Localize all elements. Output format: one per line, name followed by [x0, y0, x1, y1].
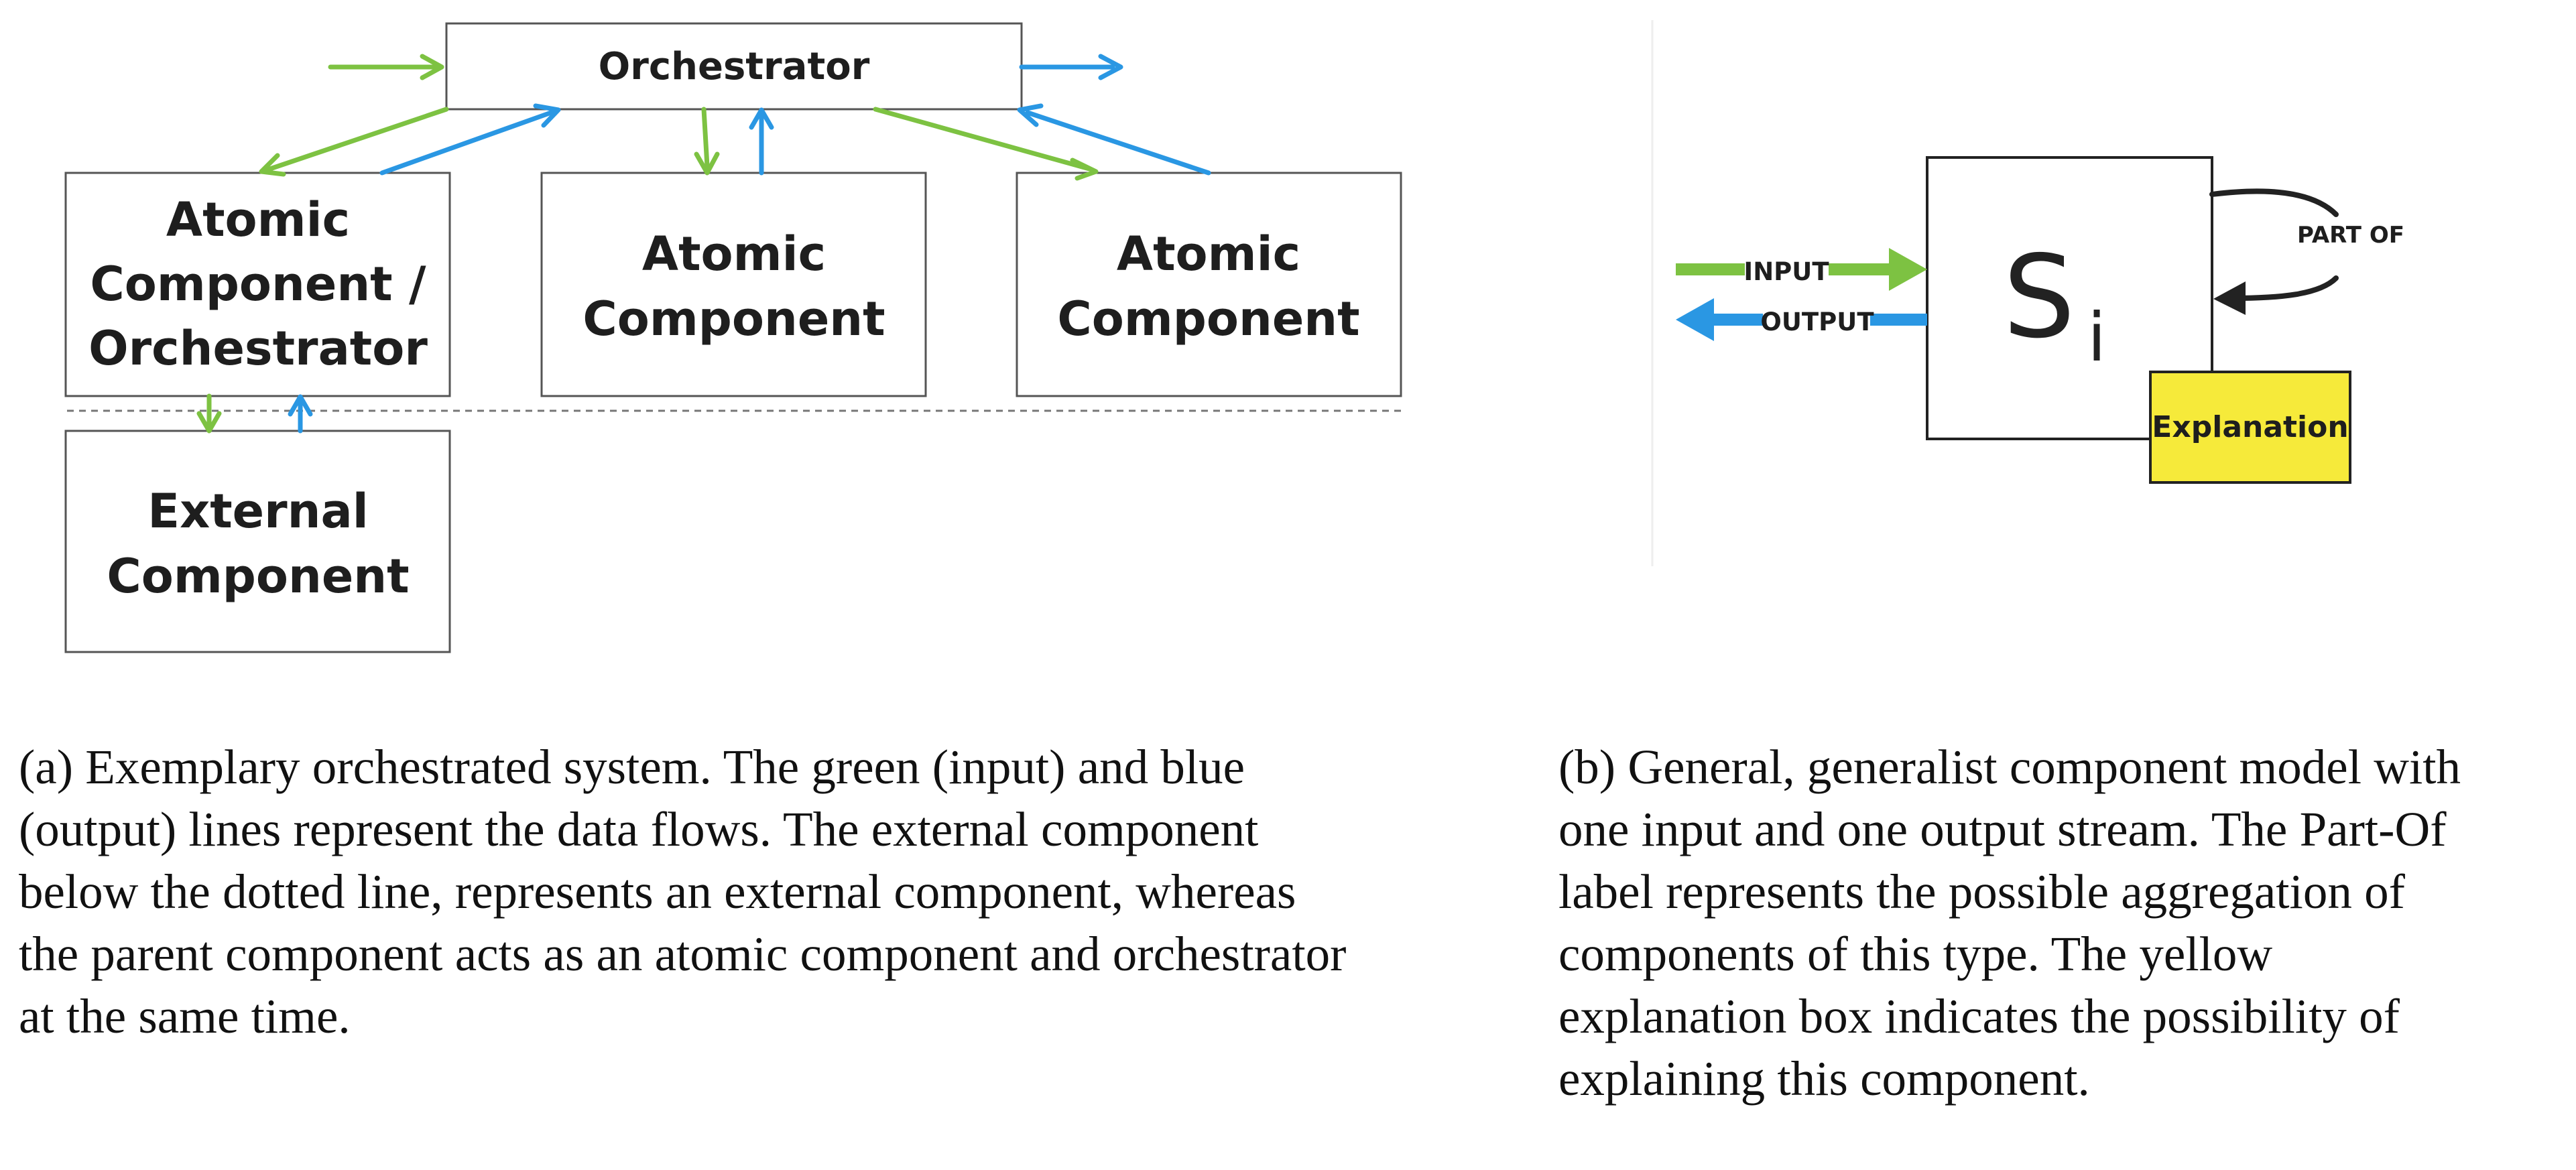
atomic-orchestrator-box — [64, 172, 451, 397]
atomic-component-box-middle — [540, 172, 927, 397]
explanation-label: Explanation — [2152, 410, 2348, 444]
external-component-line2: Component — [107, 549, 409, 604]
input-arrow — [1676, 248, 1927, 291]
output-flow-arrows — [288, 54, 1211, 434]
atomic-component-middle-line1: Atomic — [642, 226, 826, 281]
caption-a-line: at the same time. — [19, 989, 351, 1043]
external-component-box — [64, 430, 451, 653]
diagram-a: Orchestrator Atomic Component / Orchestr… — [64, 22, 1402, 653]
caption-a-line: below the dotted line, represents an ext… — [19, 864, 1296, 919]
caption-b-line: one input and one output stream. The Par… — [1558, 802, 2447, 856]
caption-a-line: (output) lines represent the data flows.… — [19, 802, 1259, 856]
input-flow-arrows — [196, 54, 1099, 434]
caption-b-line: explanation box indicates the possibilit… — [1558, 989, 2400, 1043]
caption-b: (b) General, generalist component model … — [1558, 736, 2564, 1110]
part-of-label: PART OF — [2297, 222, 2404, 249]
explanation-box — [2149, 371, 2351, 484]
atomic-orchestrator-label-line3: Orchestrator — [88, 321, 428, 376]
component-subscript: i — [2087, 298, 2106, 377]
part-of-arrowhead — [2213, 281, 2246, 315]
atomic-component-middle-line2: Component — [582, 291, 885, 346]
caption-b-line: (b) General, generalist component model … — [1558, 740, 2461, 794]
atomic-orchestrator-label-line1: Atomic — [166, 192, 350, 247]
caption-b-line: label represents the possible aggregatio… — [1558, 864, 2405, 919]
caption-b-line: components of this type. The yellow — [1558, 927, 2273, 981]
component-symbol: S — [2003, 231, 2075, 364]
part-of-loop — [2209, 188, 2339, 301]
caption-a-line: the parent component acts as an atomic c… — [19, 927, 1347, 981]
atomic-component-box-right — [1016, 172, 1402, 397]
orchestrator-label: Orchestrator — [599, 45, 870, 88]
caption-a-line: (a) Exemplary orchestrated system. The g… — [19, 740, 1245, 794]
output-label: OUTPUT — [1760, 308, 1874, 336]
atomic-orchestrator-label-line2: Component / — [90, 257, 426, 312]
atomic-component-right-line2: Component — [1057, 291, 1359, 346]
caption-a: (a) Exemplary orchestrated system. The g… — [19, 736, 1514, 1047]
atomic-component-right-line1: Atomic — [1117, 226, 1300, 281]
input-label: INPUT — [1743, 257, 1829, 286]
output-arrow — [1676, 298, 1927, 341]
external-component-line1: External — [147, 484, 369, 539]
caption-b-line: explaining this component. — [1558, 1051, 2090, 1106]
diagram-b: S i INPUT OUTPUT PART OF Explanation — [1676, 156, 2404, 484]
